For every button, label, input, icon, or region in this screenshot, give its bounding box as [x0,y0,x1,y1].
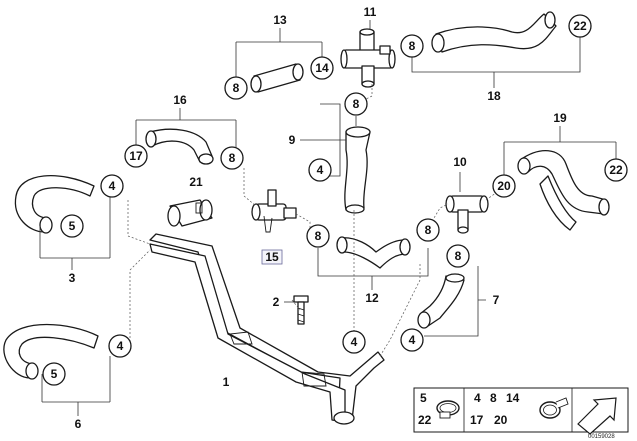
legend-14: 14 [506,391,520,405]
callout-17: 17 [124,144,148,168]
hose-part-16[interactable] [145,128,214,165]
svg-text:5: 5 [51,367,58,381]
label-part-19: 19 [553,111,567,125]
callout-5-near-6: 5 [42,362,66,386]
callout-20: 20 [492,174,516,198]
svg-text:8: 8 [315,229,322,243]
hose-part-12[interactable] [336,236,411,269]
hose-part-18[interactable] [431,11,557,53]
svg-text:4: 4 [317,163,324,177]
callout-5-near-3: 5 [60,214,84,238]
svg-text:8: 8 [353,97,360,111]
callout-22-right: 22 [604,158,628,182]
legend-8: 8 [490,391,497,405]
callout-22-top: 22 [568,14,592,38]
hose-part-7[interactable] [417,273,465,329]
label-part-3: 3 [69,271,76,285]
callout-4-near-9: 4 [308,158,332,182]
label-part-11: 11 [364,5,377,19]
svg-text:4: 4 [351,335,358,349]
svg-text:20: 20 [497,179,511,193]
svg-text:4: 4 [409,333,416,347]
svg-text:4: 4 [109,179,116,193]
svg-text:5: 5 [69,219,76,233]
label-part-15-boxed: 15 [261,249,283,265]
svg-text:8: 8 [229,151,236,165]
svg-text:14: 14 [315,61,329,75]
callout-8-near-7: 8 [446,244,470,268]
clamp-legend: 5 22 4 8 14 17 20 [413,387,629,435]
label-part-12: 12 [365,291,379,305]
hose-part-6[interactable] [3,323,99,380]
hose-part-3[interactable] [14,175,95,234]
svg-text:8: 8 [409,39,416,53]
label-part-1: 1 [223,375,230,389]
legend-17: 17 [470,413,484,427]
svg-text:8: 8 [455,249,462,263]
label-part-9: 9 [289,133,296,147]
svg-text:8: 8 [425,223,432,237]
legend-4: 4 [474,391,481,405]
callout-14: 14 [310,56,334,80]
sleeve-part-21[interactable] [167,199,213,227]
callout-4-near-3: 4 [100,174,124,198]
hose-part-13[interactable] [250,63,304,93]
svg-text:22: 22 [573,19,587,33]
callout-8-near-18: 8 [400,34,424,58]
callout-8-right-of-12: 8 [416,218,440,242]
legend-22: 22 [418,413,432,427]
hose-part-9[interactable] [344,126,371,214]
svg-text:22: 22 [609,163,623,177]
diagram-id: 00159028 [588,434,615,440]
legend-20: 20 [494,413,508,427]
svg-text:4: 4 [117,339,124,353]
callout-4-near-6: 4 [108,334,132,358]
label-part-18: 18 [487,89,501,103]
callout-8-left-of-12: 8 [306,224,330,248]
connector-part-15[interactable] [251,189,297,233]
legend-5: 5 [420,391,427,405]
callout-8-near-13: 8 [224,76,248,100]
label-part-21: 21 [189,175,203,189]
leader-lines [39,20,617,416]
bolt-part-2[interactable] [293,295,309,325]
svg-text:15: 15 [265,250,279,264]
spring-clamp-icon [539,397,569,419]
arrow-icon [577,397,617,435]
hose-clamp-icon [436,400,460,419]
cross-connector-part-11[interactable] [340,28,396,88]
callout-8-near-16: 8 [220,146,244,170]
label-part-6: 6 [75,417,82,431]
callout-4-bottom-center: 4 [342,330,366,354]
label-part-13: 13 [273,13,287,27]
svg-text:8: 8 [233,81,240,95]
callout-4-near-7: 4 [400,328,424,352]
t-connector-part-10[interactable] [445,195,489,234]
label-part-10: 10 [453,155,467,169]
svg-text:17: 17 [129,149,143,163]
label-part-2: 2 [273,295,280,309]
label-part-16: 16 [173,93,187,107]
callout-8-near-9: 8 [344,92,368,116]
hose-part-19[interactable] [517,150,610,231]
pipe-assembly-part-1[interactable] [149,233,385,425]
label-part-7: 7 [493,293,500,307]
